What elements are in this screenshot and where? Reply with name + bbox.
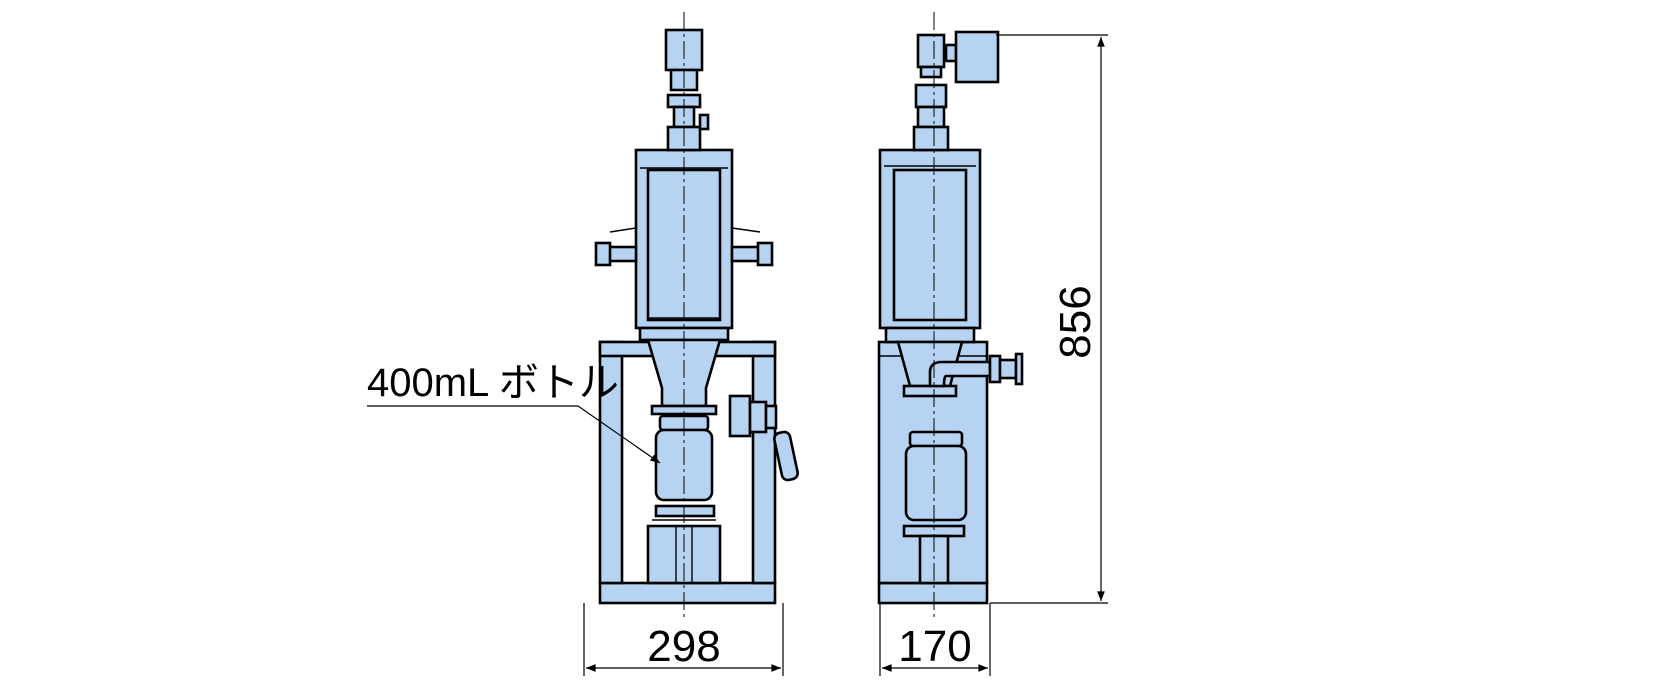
dimension-298: 298 [647, 622, 720, 671]
front-view [594, 12, 799, 620]
top-drive [664, 28, 710, 152]
callout-label: 400mL ボトル [367, 361, 619, 405]
top-drive-side [912, 30, 1000, 152]
dimension-side-width: 170 [879, 603, 991, 676]
dimension-front-width: 298 [583, 603, 784, 676]
side-view [877, 12, 1024, 620]
dimension-height: 856 [990, 34, 1108, 604]
dimension-856: 856 [1051, 285, 1100, 358]
bottle-side [904, 430, 968, 522]
bottle-callout: 400mL ボトル [367, 361, 661, 464]
side-valve [728, 394, 799, 482]
dimension-170: 170 [898, 622, 971, 671]
left-nozzle [594, 227, 638, 267]
right-nozzle [730, 227, 774, 267]
